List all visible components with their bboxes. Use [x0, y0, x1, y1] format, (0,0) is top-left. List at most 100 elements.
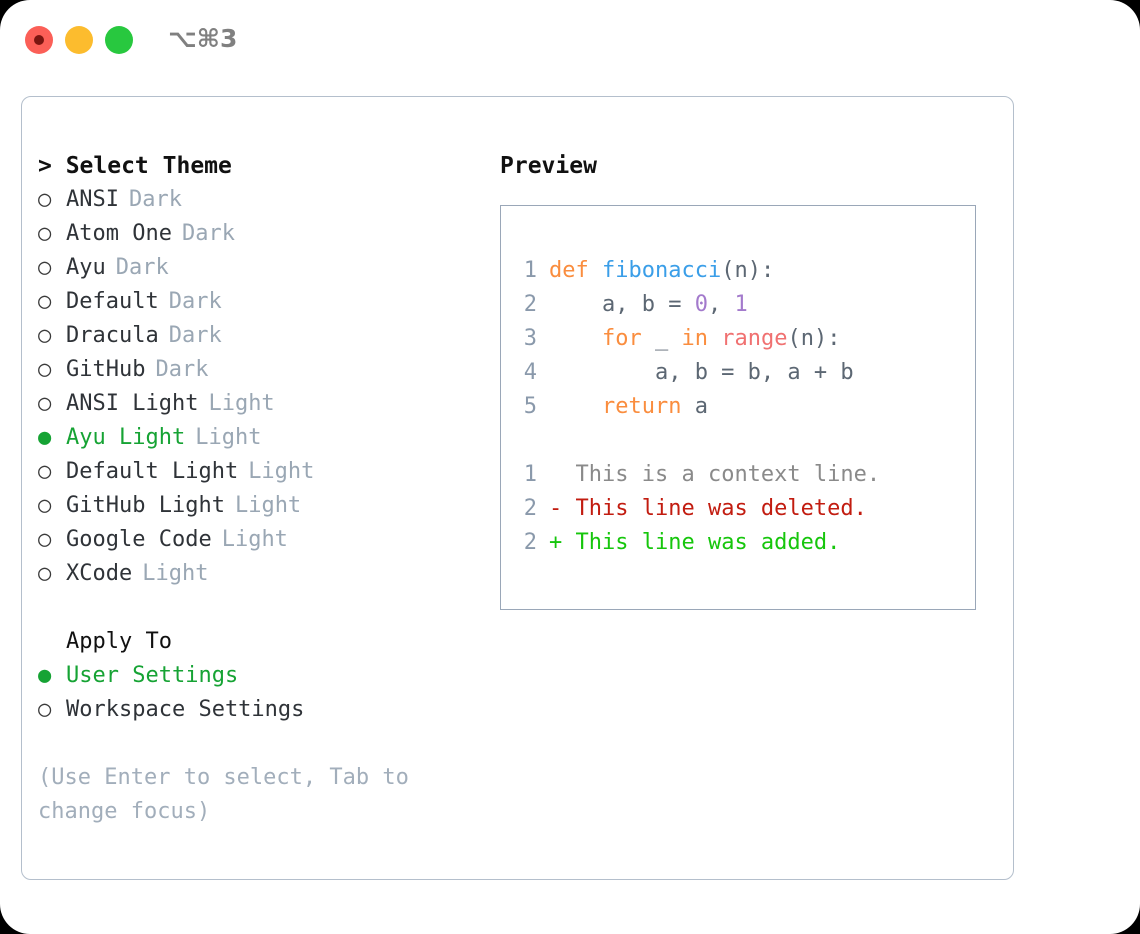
spacer: [38, 591, 478, 625]
radio-unselected-icon[interactable]: ○: [38, 323, 52, 348]
code-token: 1: [734, 292, 748, 317]
diff-marker: +: [549, 530, 576, 555]
code-token: in: [681, 326, 708, 351]
maximize-window-button[interactable]: [105, 26, 133, 54]
theme-variant-badge: Dark: [115, 255, 169, 280]
code-blank-line: [515, 424, 880, 458]
theme-variant-badge: Light: [221, 527, 288, 552]
code-line: 3 for _ in range(n):: [515, 322, 880, 356]
radio-selected-icon[interactable]: ●: [38, 663, 52, 688]
theme-list-item[interactable]: ○ Ayu Dark: [38, 251, 478, 285]
code-token: def: [549, 258, 589, 283]
theme-name: ANSI: [66, 187, 119, 212]
code-token: [589, 258, 602, 283]
theme-name: Google Code: [66, 527, 212, 552]
theme-list-item[interactable]: ○ Google Code Light: [38, 523, 478, 557]
keyboard-hint-text: (Use Enter to select, Tab to change focu…: [38, 765, 423, 824]
apply-to-item[interactable]: ○ Workspace Settings: [38, 693, 478, 727]
code-line: 1 def fibonacci(n):: [515, 254, 880, 288]
theme-list-item[interactable]: ○ Dracula Dark: [38, 319, 478, 353]
theme-name: Default: [66, 289, 159, 314]
line-number: 3: [523, 326, 537, 351]
radio-unselected-icon[interactable]: ○: [38, 289, 52, 314]
theme-name: GitHub Light: [66, 493, 225, 518]
apply-to-list[interactable]: ● User Settings ○ Workspace Settings: [38, 659, 478, 727]
spacer: [38, 727, 478, 761]
diff-line: 2 + This line was added.: [515, 526, 880, 560]
theme-name: Dracula: [66, 323, 159, 348]
code-token: [549, 394, 602, 419]
diff-text: This line was deleted.: [575, 496, 867, 521]
code-token: a: [681, 394, 708, 419]
theme-variant-badge: Dark: [168, 323, 222, 348]
radio-unselected-icon[interactable]: ○: [38, 255, 52, 280]
code-token: 0: [694, 292, 708, 317]
theme-variant-badge: Dark: [155, 357, 209, 382]
theme-variant-badge: Dark: [128, 187, 182, 212]
line-number: 1: [523, 258, 537, 283]
code-token: _: [641, 326, 682, 351]
theme-variant-badge: Light: [142, 561, 209, 586]
code-token: a, b = b, a + b: [549, 360, 854, 385]
theme-list-item[interactable]: ○ ANSI Light Light: [38, 387, 478, 421]
apply-to-item[interactable]: ● User Settings: [38, 659, 478, 693]
line-number: 4: [523, 360, 537, 385]
close-window-button[interactable]: [25, 26, 53, 54]
line-number: 2: [523, 496, 537, 521]
theme-variant-badge: Light: [208, 391, 275, 416]
theme-name: Default Light: [66, 459, 239, 484]
diff-marker: -: [549, 496, 576, 521]
apply-to-label: User Settings: [66, 663, 239, 688]
radio-unselected-icon[interactable]: ○: [38, 221, 52, 246]
diff-text: This line was added.: [575, 530, 841, 555]
radio-unselected-icon[interactable]: ○: [38, 527, 52, 552]
theme-list-item[interactable]: ○ GitHub Light Light: [38, 489, 478, 523]
radio-unselected-icon[interactable]: ○: [38, 391, 52, 416]
diff-text: This is a context line.: [575, 462, 881, 487]
theme-variant-badge: Light: [195, 425, 262, 450]
diff-line: 2- This line was deleted.: [515, 492, 880, 526]
code-line: 5 return a: [515, 390, 880, 424]
radio-unselected-icon[interactable]: ○: [38, 187, 52, 212]
line-number: 1: [523, 462, 537, 487]
line-number: 2: [523, 530, 537, 555]
theme-variant-badge: Light: [234, 493, 302, 518]
code-line: 2 a, b = 0, 1: [515, 288, 880, 322]
theme-name: ANSI Light: [66, 391, 199, 416]
select-theme-heading: > Select Theme: [38, 153, 232, 179]
theme-list-item[interactable]: ○ ANSI Dark: [38, 183, 478, 217]
radio-unselected-icon[interactable]: ○: [38, 459, 52, 484]
theme-name: GitHub: [66, 357, 146, 382]
radio-unselected-icon[interactable]: ○: [38, 493, 52, 518]
theme-variant-badge: Dark: [181, 221, 235, 246]
minimize-window-button[interactable]: [65, 26, 93, 54]
radio-unselected-icon[interactable]: ○: [38, 697, 52, 722]
theme-name: Ayu: [66, 255, 106, 280]
code-token: range: [721, 326, 788, 351]
radio-selected-icon[interactable]: ●: [38, 425, 52, 450]
radio-unselected-icon[interactable]: ○: [38, 561, 52, 586]
window-title: ⌥⌘3: [168, 24, 238, 53]
code-token: a, b =: [549, 292, 695, 317]
radio-unselected-icon[interactable]: ○: [38, 357, 52, 382]
apply-to-label: Workspace Settings: [66, 697, 305, 722]
code-token: return: [601, 394, 682, 419]
theme-list-item[interactable]: ○ GitHub Dark: [38, 353, 478, 387]
code-token: (n):: [721, 258, 775, 283]
diff-line: 1 This is a context line.: [515, 458, 880, 492]
code-token: for: [601, 326, 642, 351]
code-token: [549, 326, 602, 351]
code-token: fibonacci: [602, 258, 722, 283]
